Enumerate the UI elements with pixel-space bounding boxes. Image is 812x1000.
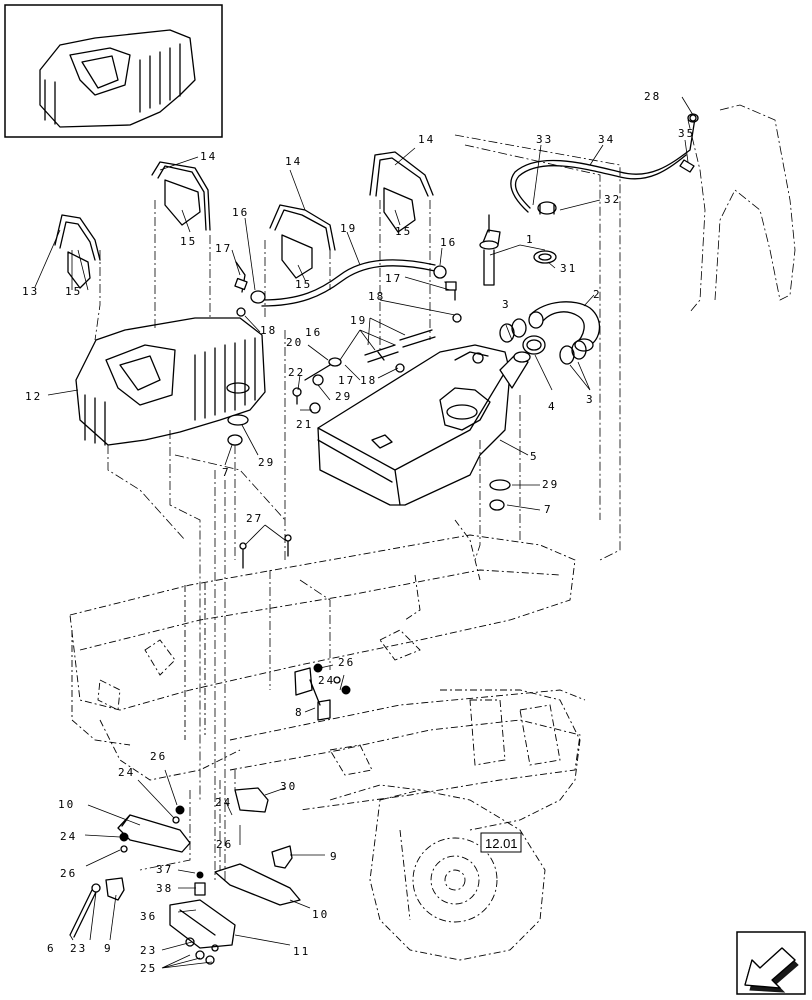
callout-11: 11 <box>293 945 310 958</box>
callout-18: 18 <box>260 324 277 337</box>
callout-24: 24 <box>215 796 232 809</box>
callout-20: 20 <box>286 336 303 349</box>
callout-8: 8 <box>295 706 304 719</box>
callout-35: 35 <box>678 127 695 140</box>
callout-2: 2 <box>593 288 602 301</box>
callout-16: 16 <box>305 326 322 339</box>
callout-21: 21 <box>296 418 313 431</box>
callout-9: 9 <box>104 942 113 955</box>
fuel-cap <box>522 335 546 355</box>
bracket-11-assembly <box>169 871 236 965</box>
inset-thumbnail <box>4 4 223 138</box>
callout-29: 29 <box>335 390 352 403</box>
callout-33: 33 <box>536 133 553 146</box>
callout-1: 1 <box>526 233 535 246</box>
callout-38: 38 <box>156 882 173 895</box>
tank-support-right <box>214 845 301 906</box>
callout-31: 31 <box>560 262 577 275</box>
callout-15: 15 <box>395 225 412 238</box>
callout-5: 5 <box>530 450 539 463</box>
bolt-6-assembly <box>69 877 125 938</box>
callout-29: 29 <box>258 456 275 469</box>
callout-15: 15 <box>295 278 312 291</box>
callout-15: 15 <box>65 285 82 298</box>
section-reference-box[interactable]: 12.01 <box>480 832 522 853</box>
callout-3: 3 <box>586 393 595 406</box>
strap-30 <box>234 787 269 813</box>
callout-18: 18 <box>368 290 385 303</box>
assembly-lines <box>94 134 621 880</box>
callout-17: 17 <box>215 242 232 255</box>
leader-lines <box>34 96 694 969</box>
callout-labels: 1 2 3 3 4 5 6 7 7 8 9 9 10 10 11 12 13 1… <box>22 90 695 975</box>
side-fuel-tank <box>75 317 266 446</box>
callout-19: 19 <box>340 222 357 235</box>
callout-16: 16 <box>440 236 457 249</box>
callout-10: 10 <box>58 798 75 811</box>
rops-frame-ghost <box>687 104 796 313</box>
hose-clamps <box>499 318 587 365</box>
callout-24: 24 <box>60 830 77 843</box>
callout-23: 23 <box>140 944 157 957</box>
callout-12: 12 <box>25 390 42 403</box>
callout-26: 26 <box>60 867 77 880</box>
inset-fuel-tank-view <box>39 29 196 128</box>
callout-14: 14 <box>200 150 217 163</box>
mounting-straps <box>54 151 434 289</box>
sender-grommet <box>533 250 557 264</box>
tank-support-left <box>117 805 191 853</box>
callout-36: 36 <box>140 910 157 923</box>
chassis-frame-ghost <box>69 519 586 811</box>
filler-hose <box>528 301 601 352</box>
fuel-tank <box>317 344 531 506</box>
callout-24: 24 <box>118 766 135 779</box>
fuel-sender-unit <box>479 214 501 286</box>
callout-18: 18 <box>360 374 377 387</box>
callout-37: 37 <box>156 863 173 876</box>
mount-bracket-8 <box>294 663 351 721</box>
callout-17: 17 <box>338 374 355 387</box>
callout-14: 14 <box>285 155 302 168</box>
callout-9: 9 <box>330 850 339 863</box>
callout-26: 26 <box>216 838 233 851</box>
engine-housing-ghost <box>369 689 581 961</box>
callout-24: 24 <box>318 674 335 687</box>
callout-17: 17 <box>385 272 402 285</box>
callout-13: 13 <box>22 285 39 298</box>
callout-29: 29 <box>542 478 559 491</box>
callout-16: 16 <box>232 206 249 219</box>
callout-26: 26 <box>150 750 167 763</box>
callout-4: 4 <box>548 400 557 413</box>
callout-15: 15 <box>180 235 197 248</box>
callout-10: 10 <box>312 908 329 921</box>
hardware-fittings <box>227 114 697 569</box>
fuel-line <box>261 259 436 307</box>
vent-valve <box>537 201 557 215</box>
callout-26: 26 <box>338 656 355 669</box>
section-reference-label: 12.01 <box>485 836 518 851</box>
next-page-arrow-icon[interactable] <box>736 931 806 995</box>
callout-22: 22 <box>288 366 305 379</box>
callout-14: 14 <box>418 133 435 146</box>
callout-25: 25 <box>140 962 157 975</box>
callout-7: 7 <box>544 503 553 516</box>
callout-32: 32 <box>604 193 621 206</box>
callout-27: 27 <box>246 512 263 525</box>
callout-19: 19 <box>350 314 367 327</box>
callout-6: 6 <box>47 942 56 955</box>
callout-28: 28 <box>644 90 661 103</box>
callout-30: 30 <box>280 780 297 793</box>
callout-23: 23 <box>70 942 87 955</box>
callout-3: 3 <box>502 298 511 311</box>
callout-34: 34 <box>598 133 615 146</box>
callout-7: 7 <box>222 466 231 479</box>
